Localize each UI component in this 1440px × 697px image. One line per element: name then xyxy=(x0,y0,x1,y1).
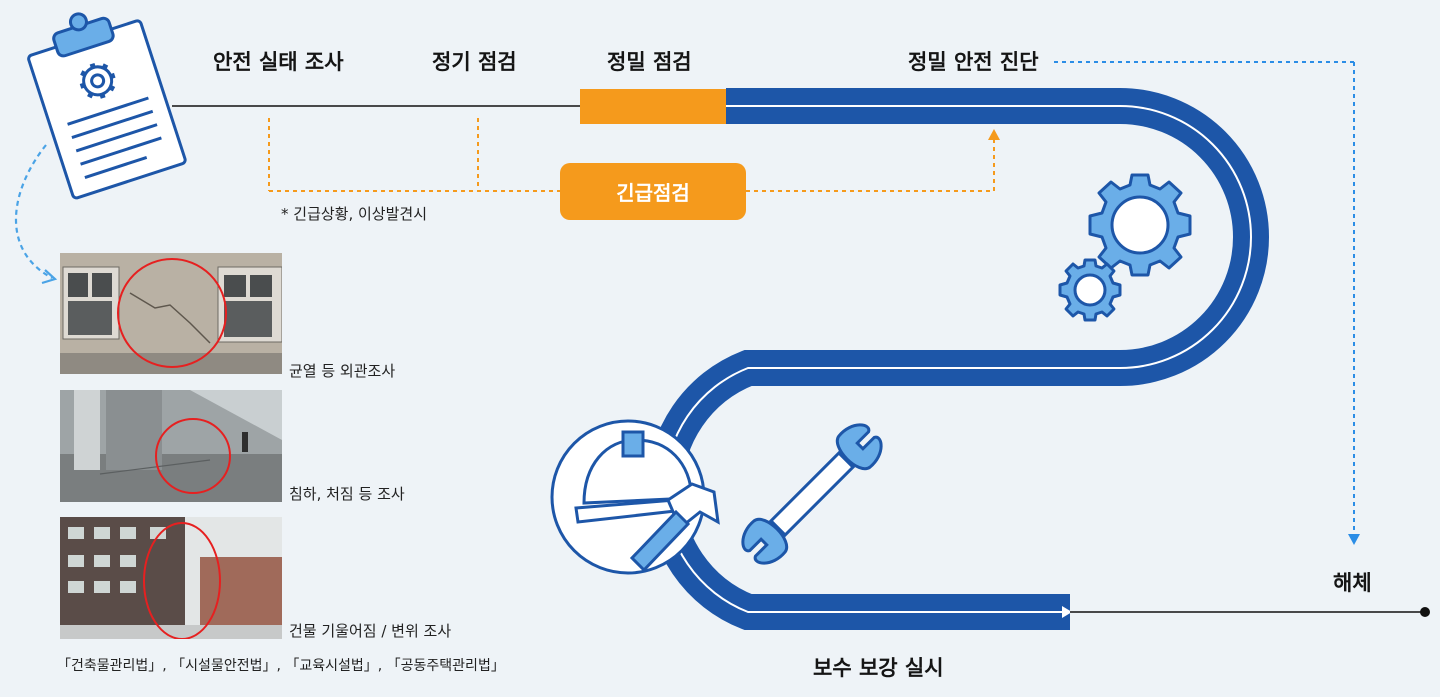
stage-safety-survey: 안전 실태 조사 xyxy=(213,50,344,74)
photo-caption-tilt: 건물 기울어짐 / 변위 조사 xyxy=(289,622,452,640)
stage-precision-inspection: 정밀 점검 xyxy=(607,50,692,74)
gear-icon xyxy=(1088,173,1192,277)
photo-tilt xyxy=(60,517,282,639)
emergency-note: * 긴급상황, 이상발견시 xyxy=(281,205,428,223)
wrench-icon xyxy=(741,423,883,565)
photo-caption-crack: 균열 등 외관조사 xyxy=(289,362,396,380)
photo-settlement xyxy=(60,390,282,502)
emergency-inspection-button[interactable]: 긴급점검 xyxy=(560,163,746,220)
repair-label: 보수 보강 실시 xyxy=(813,656,944,680)
clipboard-icon xyxy=(27,12,187,200)
hammer-icon xyxy=(629,482,720,573)
gear-icon xyxy=(1058,258,1122,322)
stage-precision-diagnosis: 정밀 안전 진단 xyxy=(908,50,1039,74)
photo-caption-settlement: 침하, 처짐 등 조사 xyxy=(289,485,405,503)
photo-crack xyxy=(60,253,282,374)
laws-note: 「건축물관리법」, 「시설물안전법」, 「교육시설법」, 「공동주택관리법」 xyxy=(57,658,505,674)
stage-regular-inspection: 정기 점검 xyxy=(432,50,517,74)
demolish-label: 해체 xyxy=(1333,571,1372,595)
